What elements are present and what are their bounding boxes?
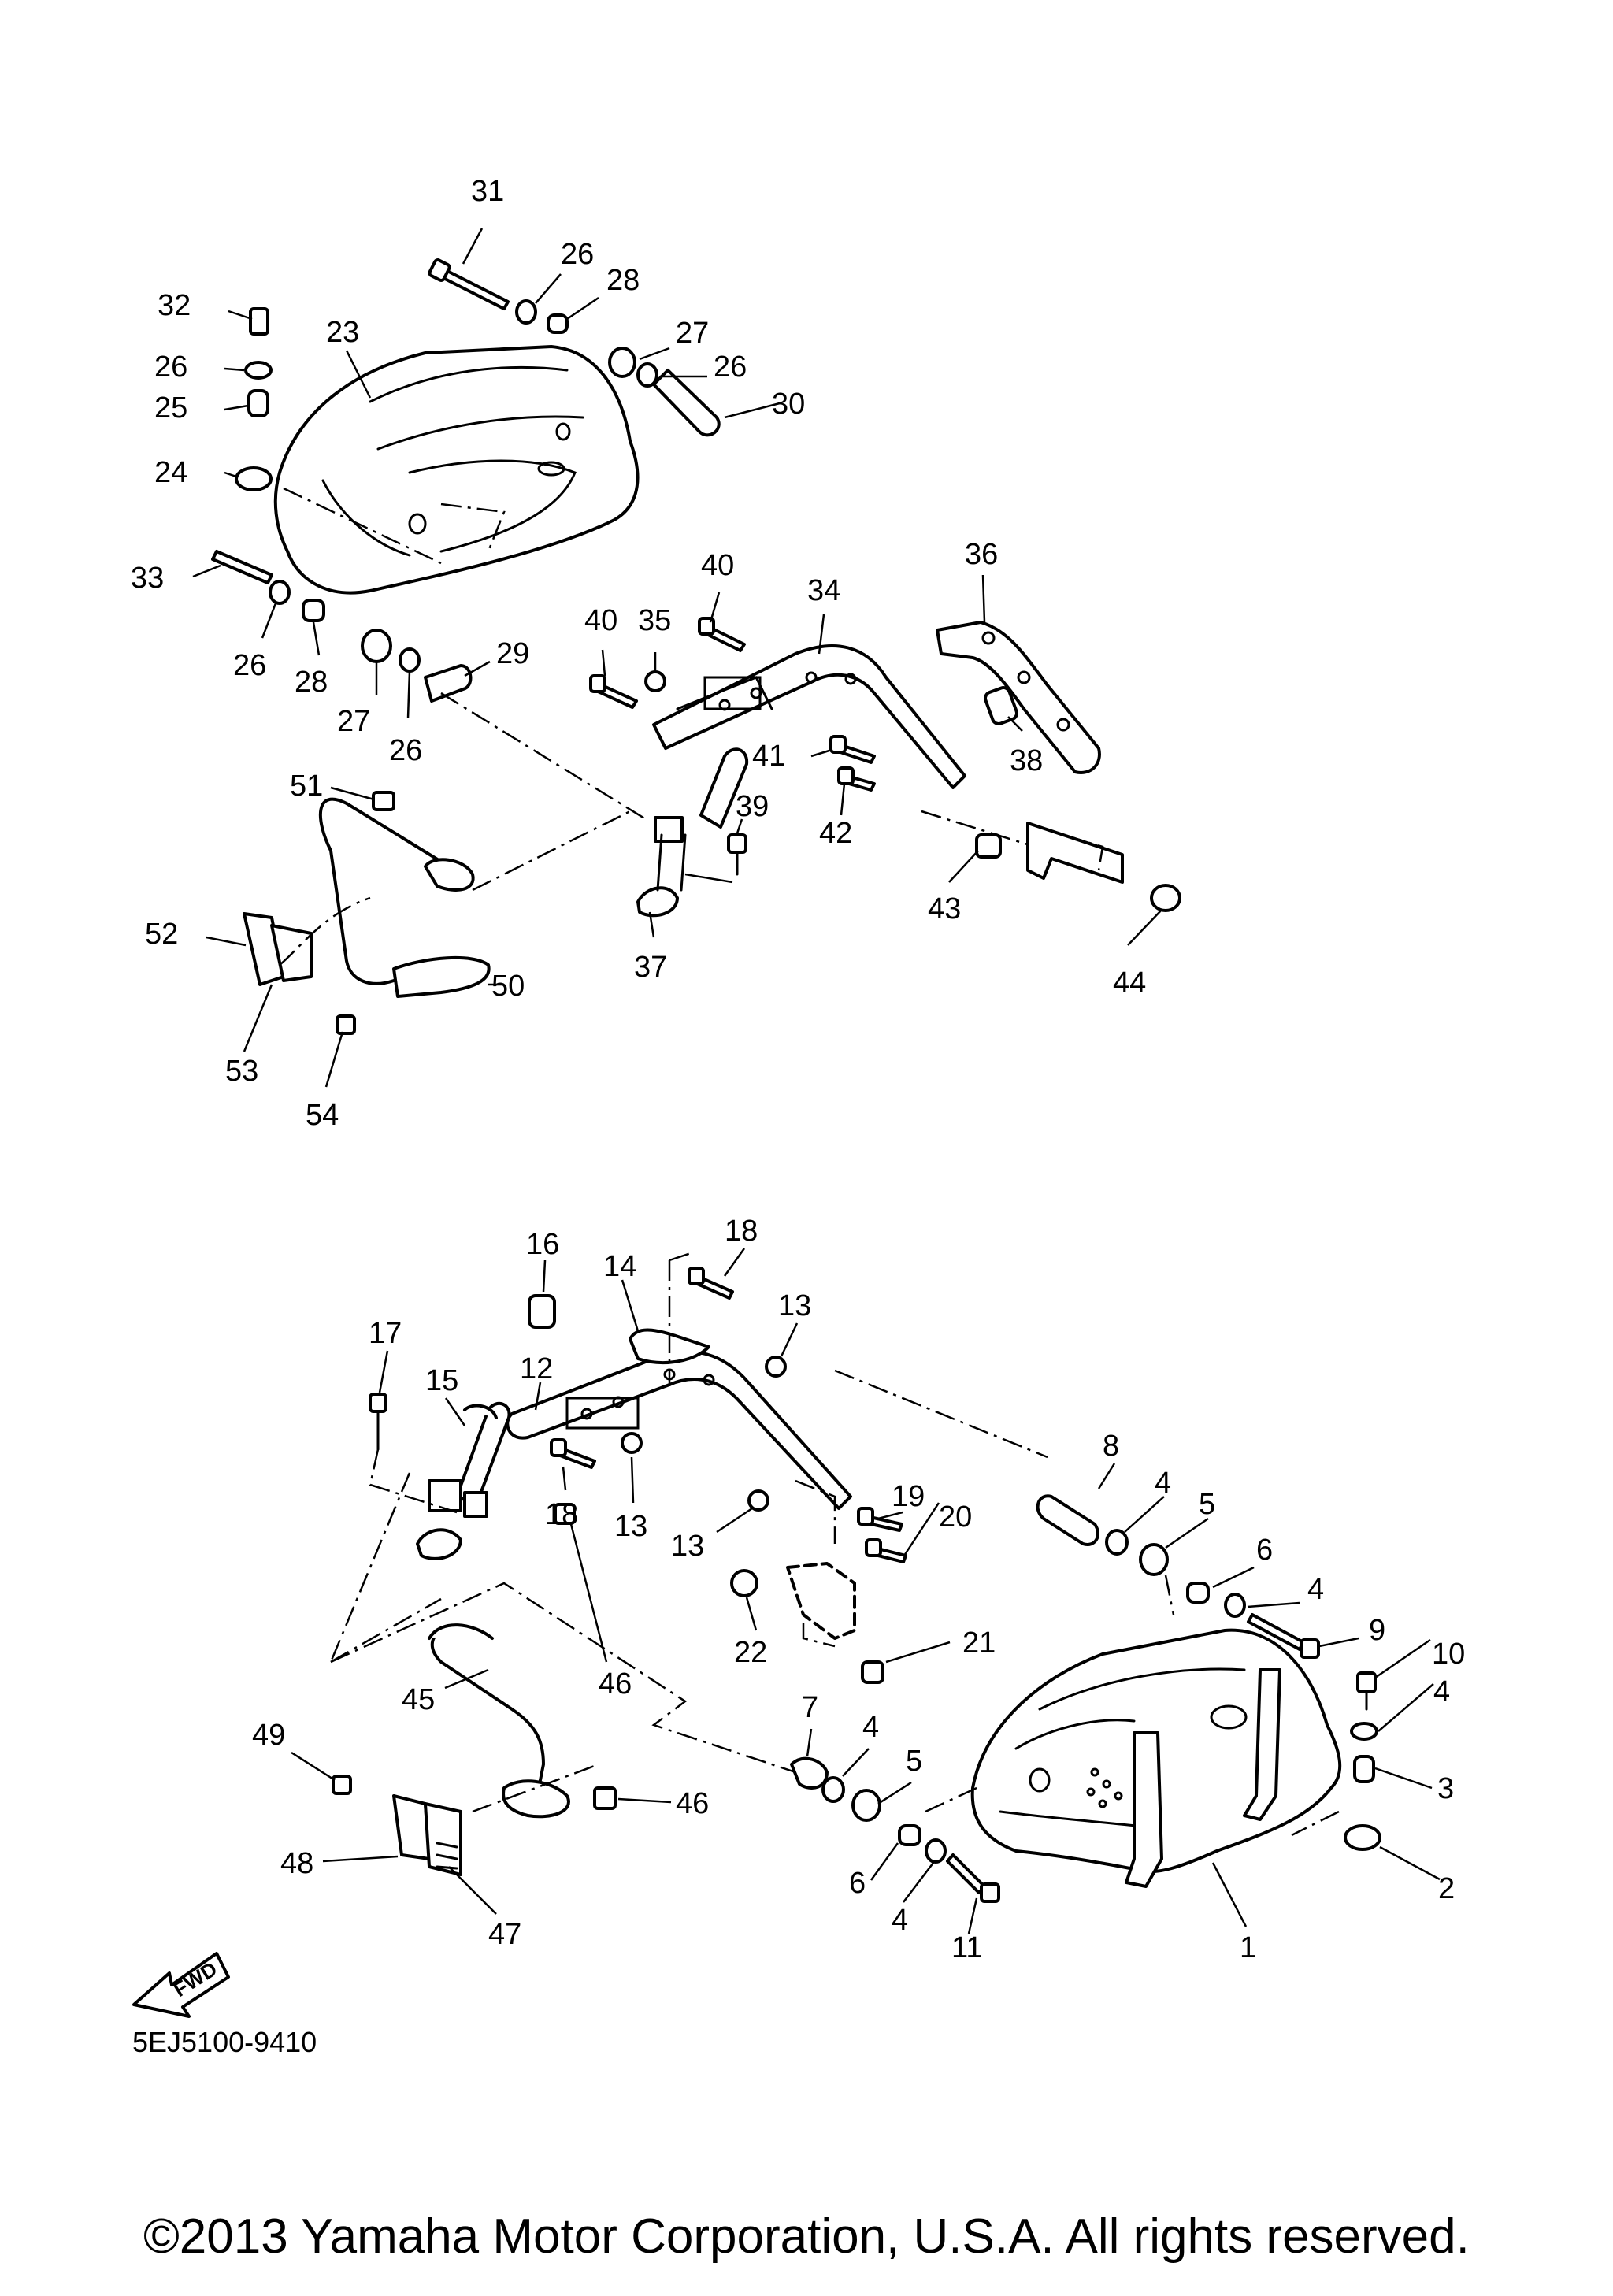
callout-4: 4 <box>1433 1675 1450 1708</box>
callout-42: 42 <box>819 817 852 850</box>
guard-bar-lower <box>329 1448 796 1876</box>
callout-49: 49 <box>252 1719 285 1752</box>
callout-50: 50 <box>491 970 525 1003</box>
callout-52: 52 <box>145 918 178 951</box>
bracket-36 <box>936 621 1101 774</box>
callout-28: 28 <box>295 666 328 699</box>
callout-14: 14 <box>603 1250 636 1283</box>
callout-31: 31 <box>471 175 504 208</box>
callout-4: 4 <box>1155 1467 1171 1500</box>
callout-5: 5 <box>1199 1488 1215 1521</box>
callout-43: 43 <box>928 892 961 925</box>
callout-40: 40 <box>701 549 734 582</box>
callout-45: 45 <box>402 1683 435 1716</box>
callout-5: 5 <box>906 1745 922 1778</box>
callout-39: 39 <box>736 790 769 823</box>
callout-26: 26 <box>714 351 747 384</box>
spacer-stack-lower <box>790 1756 1000 1903</box>
callout-33: 33 <box>131 562 164 595</box>
stay-bracket-upper <box>636 644 1048 918</box>
spacer-stack-upper-right <box>1036 1494 1320 1659</box>
callout-6: 6 <box>1256 1534 1273 1567</box>
callout-11: 11 <box>951 1931 982 1964</box>
callout-22: 22 <box>734 1636 767 1669</box>
callout-7: 7 <box>802 1691 818 1724</box>
bolt-33-stack <box>211 487 647 821</box>
callout-8: 8 <box>1103 1430 1119 1463</box>
callout-46: 46 <box>599 1667 632 1701</box>
callout-26: 26 <box>389 734 422 767</box>
saddlebag-upper <box>273 345 640 595</box>
callout-9: 9 <box>1369 1614 1385 1647</box>
callout-18: 18 <box>725 1215 758 1248</box>
fwd-arrow-icon: FWD <box>132 1952 230 2018</box>
callout-24: 24 <box>154 456 187 489</box>
callout-54: 54 <box>306 1099 339 1132</box>
callout-25: 25 <box>154 391 187 425</box>
callout-27: 27 <box>676 317 709 350</box>
bolt-31-stack <box>428 258 721 437</box>
stay-bracket-lower <box>416 1251 1048 1560</box>
callout-20: 20 <box>939 1500 972 1534</box>
callout-16: 16 <box>526 1228 559 1261</box>
callout-4: 4 <box>892 1904 908 1937</box>
callout-44: 44 <box>1113 966 1146 1000</box>
bracket-22 <box>730 1562 884 1684</box>
callout-13: 13 <box>614 1510 647 1543</box>
callout-12: 12 <box>520 1352 553 1385</box>
callout-51: 51 <box>290 770 323 803</box>
callout-41: 41 <box>752 740 785 773</box>
callout-30: 30 <box>772 388 805 421</box>
callout-4: 4 <box>862 1711 879 1744</box>
callout-2: 2 <box>1438 1872 1455 1905</box>
callout-29: 29 <box>496 637 529 670</box>
callout-36: 36 <box>965 538 998 571</box>
upper-small-bolts <box>589 617 876 884</box>
callout-21: 21 <box>962 1626 996 1660</box>
callout-38: 38 <box>1010 744 1043 777</box>
callout-48: 48 <box>280 1847 313 1880</box>
callout-47: 47 <box>488 1918 521 1951</box>
callout-40: 40 <box>584 604 617 637</box>
callout-3: 3 <box>1437 1772 1454 1805</box>
callout-26: 26 <box>233 649 266 682</box>
reference-code: 5EJ5100-9410 <box>132 2026 317 2058</box>
callout-4: 4 <box>1307 1573 1324 1606</box>
callout-32: 32 <box>158 289 191 322</box>
callout-13: 13 <box>671 1530 704 1563</box>
callout-37: 37 <box>634 951 667 984</box>
callout-53: 53 <box>225 1055 258 1088</box>
bolt-32-stack <box>235 307 273 491</box>
lower-leader-lines <box>291 1248 1441 1934</box>
callout-18: 18 <box>545 1498 578 1531</box>
lower-small-bolts <box>369 1267 907 1563</box>
callout-26: 26 <box>154 351 187 384</box>
guard-bar-upper <box>243 791 631 1035</box>
callout-19: 19 <box>892 1480 925 1513</box>
copyright-notice: ©2013 Yamaha Motor Corporation, U.S.A. A… <box>143 2209 1470 2264</box>
lower-assembly: FWD <box>132 1248 1441 2018</box>
callout-17: 17 <box>369 1317 402 1350</box>
callout-34: 34 <box>807 574 840 607</box>
callout-labels: 31 26 28 32 23 27 26 26 30 25 24 36 40 3… <box>131 175 1465 1964</box>
callout-1: 1 <box>1240 1931 1256 1964</box>
callout-23: 23 <box>326 316 359 349</box>
upper-assembly <box>192 228 1181 1088</box>
callout-26: 26 <box>561 238 594 271</box>
callout-10: 10 <box>1432 1638 1465 1671</box>
upper-leader-lines <box>192 228 1162 1088</box>
callout-46: 46 <box>676 1787 709 1820</box>
callout-35: 35 <box>638 604 671 637</box>
callout-13: 13 <box>778 1289 811 1322</box>
bolt-10-stack <box>1291 1671 1381 1851</box>
callout-15: 15 <box>425 1364 458 1397</box>
callout-28: 28 <box>606 264 640 297</box>
saddlebag-lower <box>970 1628 1342 1888</box>
callout-27: 27 <box>337 705 370 738</box>
callout-6: 6 <box>849 1867 866 1900</box>
bracket-44 <box>975 822 1181 912</box>
